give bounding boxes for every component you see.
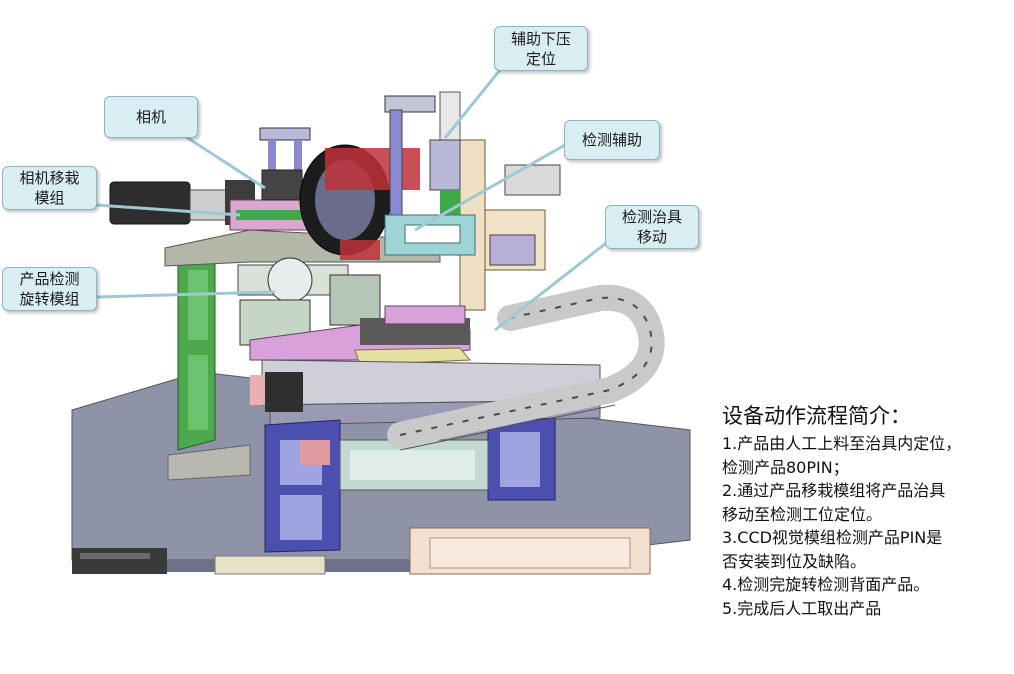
callout-press-text: 辅助下压 定位 — [510, 29, 571, 68]
motor — [109, 181, 191, 225]
cable-chain — [387, 284, 665, 448]
process-step-1: 1.产品由人工上料至治具内定位， 检测产品80PIN； — [722, 434, 962, 477]
callout-camera-move: 相机移栽 模组 — [2, 166, 97, 210]
callout-camera-move-text: 相机移栽 模组 — [19, 169, 80, 207]
callout-camera: 相机 — [104, 96, 198, 138]
callout-assist: 检测辅助 — [564, 120, 660, 160]
callout-press: 辅助下压 定位 — [494, 26, 588, 71]
process-step-2: 2.通过产品移栽模组将产品治具 移动至检测工位定位。 — [722, 481, 946, 524]
process-step-5: 5.完成后人工取出产品 — [722, 598, 882, 618]
callout-rotate: 产品检测 旋转模组 — [2, 267, 97, 311]
process-title: 设备动作流程简介： — [722, 404, 911, 428]
callout-fixture-move-text: 检测治具 移动 — [621, 208, 682, 246]
callout-rotate-text: 产品检测 旋转模组 — [19, 270, 80, 308]
callout-assist-text: 检测辅助 — [581, 131, 642, 149]
callout-fixture-move: 检测治具 移动 — [605, 205, 699, 249]
process-description: 设备动作流程简介： 1.产品由人工上料至治具内定位， 检测产品80PIN； 2.… — [722, 402, 1012, 620]
callout-camera-text: 相机 — [135, 108, 166, 126]
process-step-4: 4.检测完旋转检测背面产品。 — [722, 575, 930, 594]
process-step-3: 3.CCD视觉模组检测产品PIN是 否安装到位及缺陷。 — [722, 528, 943, 571]
leader-lines — [95, 69, 611, 332]
